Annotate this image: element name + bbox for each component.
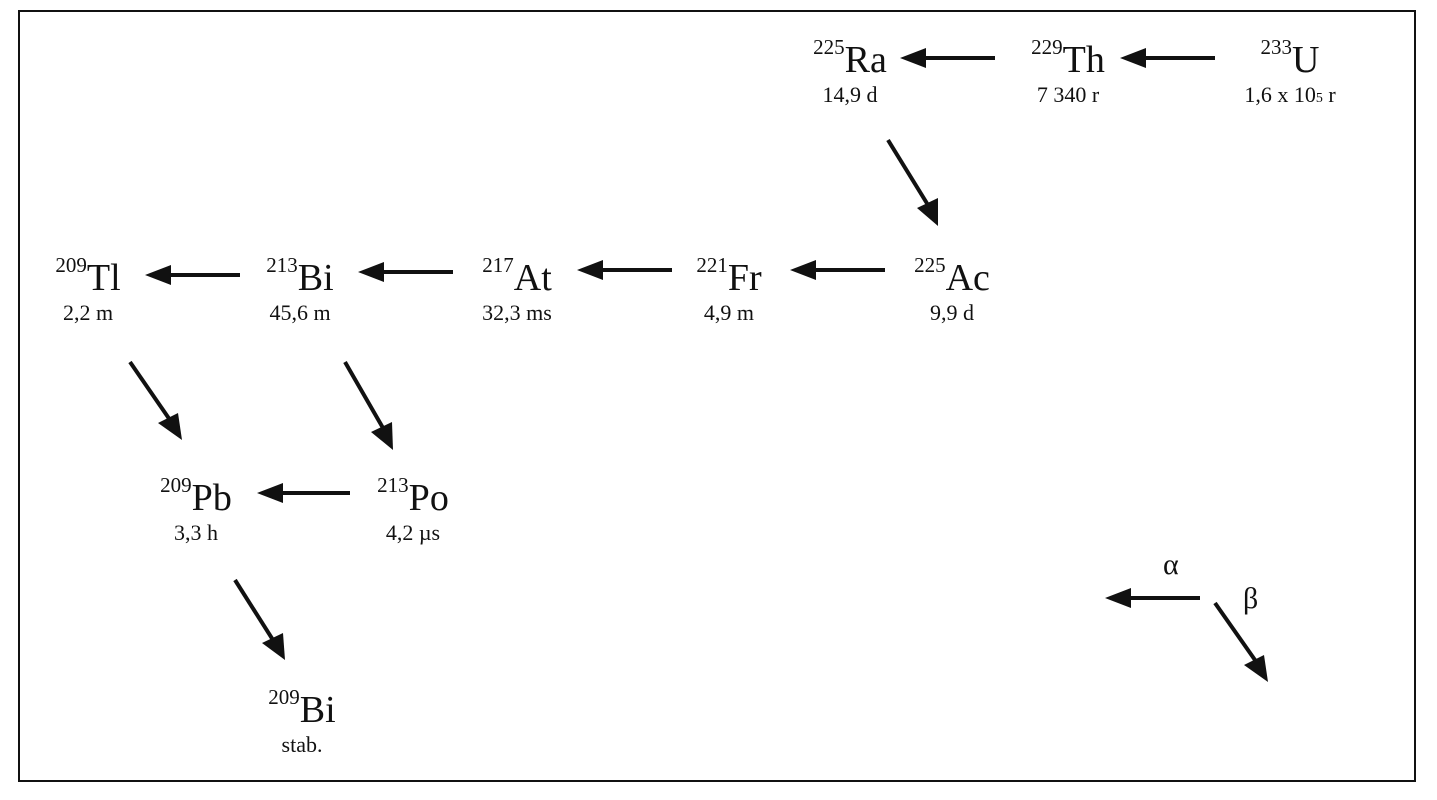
element-symbol: At [513,257,552,299]
mass-number: 209 [160,473,192,498]
legend-beta-label: β [1243,582,1259,615]
alpha-arrow-po213-pb209 [257,483,350,503]
alpha-arrow-u233-th229 [1120,48,1215,68]
nuclide-th229: 229Th 7 340 r [1031,37,1105,108]
nuclide-po213: 213Po 4,2 µs [377,475,449,546]
nuclide-ra225: 225Ra 14,9 d [813,37,887,108]
half-life: 4,9 m [703,300,755,325]
mass-number: 209 [55,253,87,278]
half-life: 3,3 h [173,520,218,545]
beta-arrow-tl209-pb209 [128,360,182,440]
half-life: stab. [281,732,323,757]
element-symbol: Ac [945,257,990,299]
half-life: 2,2 m [62,300,114,325]
mass-number: 225 [914,253,946,278]
legend-alpha-arrow [1105,588,1200,608]
nuclide-u233: 233U 1,6 x 105 r [1244,37,1336,112]
alpha-arrow-at217-bi213 [358,262,453,282]
alpha-arrow-bi213-tl209 [145,265,240,285]
element-symbol: Ra [844,39,887,81]
mass-number: 209 [268,685,300,710]
alpha-arrow-th229-ra225 [900,48,995,68]
alpha-arrow-ac225-fr221 [790,260,885,280]
nuclide-bi209: 209Bi stab. [268,687,336,758]
mass-number: 217 [482,253,514,278]
mass-number: 233 [1260,35,1293,60]
element-symbol: Tl [86,257,121,299]
mass-number: 213 [266,253,298,278]
element-symbol: Bi [299,689,336,731]
nuclide-at217: 217At 32,3 ms [482,255,552,326]
mass-number: 221 [696,253,728,278]
element-symbol: Pb [191,477,232,519]
element-symbol: Bi [297,257,334,299]
half-life: 9,9 d [930,300,974,325]
nuclide-fr221: 221Fr 4,9 m [696,255,762,326]
beta-arrow-pb209-bi209 [233,578,285,660]
alpha-arrow-fr221-at217 [577,260,672,280]
diagram-frame [18,10,1416,782]
half-life: 4,2 µs [385,520,441,545]
legend-alpha-label: α [1163,548,1179,581]
nuclide-pb209: 209Pb 3,3 h [160,475,232,546]
nuclide-bi213: 213Bi 45,6 m [266,255,334,326]
legend-beta-arrow [1213,601,1268,682]
half-life: 1,6 x 105 r [1244,82,1336,107]
element-symbol: Fr [727,257,762,299]
half-life: 32,3 ms [482,300,552,325]
half-life: 45,6 m [269,300,331,325]
element-symbol: U [1292,39,1320,81]
nuclide-ac225: 225Ac 9,9 d [914,255,990,326]
half-life: 7 340 r [1036,82,1100,107]
nuclide-tl209: 209Tl 2,2 m [55,255,121,326]
mass-number: 225 [813,35,845,60]
beta-arrow-ra225-ac225 [886,138,938,226]
element-symbol: Po [408,477,449,519]
mass-number: 229 [1031,35,1063,60]
beta-arrow-bi213-po213 [343,361,393,450]
half-life: 14,9 d [822,82,878,107]
mass-number: 213 [377,473,409,498]
element-symbol: Th [1062,39,1105,81]
